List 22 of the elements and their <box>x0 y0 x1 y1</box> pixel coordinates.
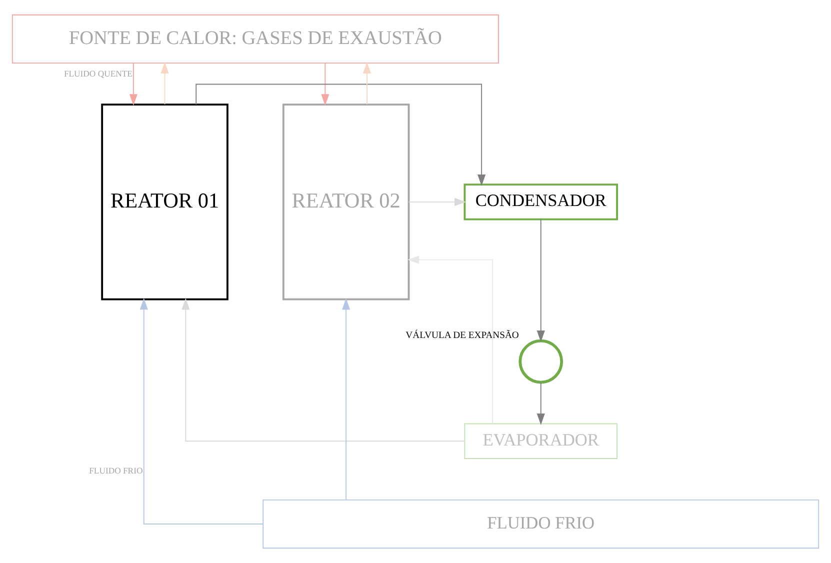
node-box: REATOR 02 <box>282 104 410 300</box>
arrow <box>536 382 545 426</box>
node-label: VÁLVULA DE EXPANSÃO <box>406 330 519 341</box>
node-box: FLUIDO FRIO <box>262 499 820 549</box>
arrow <box>182 298 466 442</box>
arrow <box>129 62 138 106</box>
arrow <box>140 298 264 525</box>
node-box: CONDENSADOR <box>464 184 618 220</box>
arrow <box>342 298 350 500</box>
node-box: FONTE DE CALOR: GASES DE EXAUSTÃO <box>12 14 499 64</box>
edge-label: FLUIDO QUENTE <box>64 68 132 78</box>
arrow <box>408 198 466 206</box>
arrow <box>321 62 330 106</box>
node-circle <box>518 339 564 384</box>
arrow <box>196 84 486 186</box>
arrow <box>536 218 545 342</box>
node-box: EVAPORADOR <box>464 423 618 459</box>
edge-label: FLUIDO FRIO <box>89 465 143 476</box>
arrow <box>160 62 169 105</box>
arrow <box>408 256 493 424</box>
node-box: REATOR 01 <box>101 104 228 300</box>
arrow <box>362 62 372 105</box>
